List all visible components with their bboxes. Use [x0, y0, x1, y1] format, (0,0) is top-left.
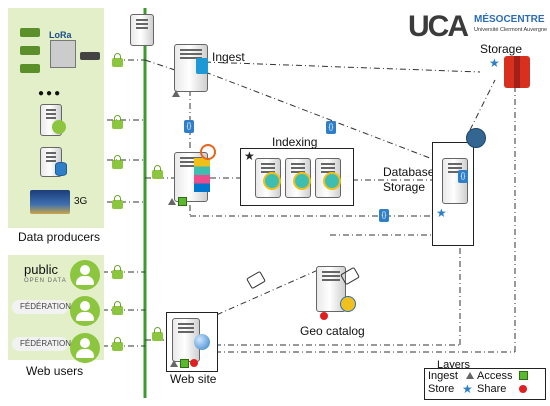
database-icon: [55, 162, 67, 176]
json-doc-icon: {}: [184, 120, 194, 133]
router-icon: [80, 52, 100, 60]
json-doc-icon: {}: [326, 121, 336, 134]
web-users-label: Web users: [26, 364, 84, 378]
legend-ingest-badge: [466, 372, 474, 379]
elastic-node-icon: [263, 172, 281, 190]
ingest-layer-badge: [170, 360, 178, 367]
lock-icon: [112, 337, 123, 351]
legend-ingest-label: Ingest: [428, 370, 458, 382]
legend-share-badge: [519, 385, 527, 393]
legend-access-badge: [519, 371, 528, 380]
legend-store-star-icon: ★: [462, 382, 473, 396]
ingest-layer-badge: [172, 90, 180, 97]
legend-access-label: Access: [477, 370, 513, 382]
globe-icon: [194, 334, 210, 350]
database-server: [442, 158, 468, 204]
access-layer-badge: [178, 197, 187, 206]
database-storage-label: Storage: [383, 180, 426, 194]
access-layer-badge: [180, 359, 189, 368]
ingest-layer-badge: [168, 198, 176, 205]
share-layer-badge: [190, 359, 198, 367]
geo-catalog-label: Geo catalog: [300, 324, 365, 338]
elastic-node-icon: [293, 172, 311, 190]
json-doc-icon: {}: [458, 170, 468, 183]
lock-icon: [112, 53, 123, 67]
lock-icon: [112, 195, 123, 209]
database-label: Database: [383, 165, 435, 179]
verified-user-icon[interactable]: [70, 296, 100, 326]
ingest-app-icon: [196, 58, 208, 74]
open-data-label: OPEN DATA: [24, 278, 67, 284]
lock-icon: [112, 301, 123, 315]
s3-storage-stripe: [514, 56, 520, 88]
more-producers-dots: ●●●: [38, 88, 63, 99]
elastic-node-icon: [323, 172, 341, 190]
ingest-label: Ingest: [212, 50, 245, 64]
indexing-label: Indexing: [272, 135, 318, 149]
mesocentre-logo: UCA MÉSOCENTRE Université Clermont Auver…: [408, 10, 548, 44]
star-icon: ★: [436, 206, 447, 220]
public-label: public: [24, 262, 58, 277]
geonetwork-logo: [340, 296, 356, 312]
legend-store-label: Store: [428, 383, 455, 395]
star-icon: ★: [489, 56, 500, 70]
star-icon: ★: [244, 149, 255, 163]
elastic-logo: [194, 158, 210, 192]
sensor-icon: [20, 64, 40, 73]
add-user-icon[interactable]: [70, 333, 100, 363]
legend-share-label: Share: [477, 383, 507, 395]
logo-brand: UCA: [408, 10, 469, 43]
satellite-image: [30, 190, 70, 214]
json-doc-icon: {}: [379, 209, 389, 222]
sensor-icon: [20, 28, 40, 37]
lock-icon: [152, 327, 163, 341]
check-icon: [52, 120, 66, 134]
sensor-icon: [20, 46, 40, 55]
data-producers-label: Data producers: [18, 230, 101, 244]
lock-icon: [112, 265, 123, 279]
federation-label: FÉDÉRATION: [20, 302, 71, 311]
storage-label: Storage: [480, 42, 523, 56]
lora-gateway-icon: [50, 40, 76, 68]
share-layer-badge: [320, 312, 328, 320]
logo-university: Université Clermont Auvergne: [474, 27, 548, 33]
web-site-label: Web site: [170, 372, 217, 386]
gateway-server: [130, 14, 154, 46]
lock-icon: [112, 155, 123, 169]
lora-label: LoRa: [49, 30, 72, 40]
logo-center-name: MÉSOCENTRE: [474, 14, 545, 25]
kibana-icon: [200, 144, 216, 160]
federation-label: FÉDÉRATION: [20, 339, 71, 348]
public-user-icon[interactable]: [70, 260, 100, 290]
federation-logo: [12, 337, 68, 351]
threeg-label: 3G: [74, 196, 88, 207]
postgresql-icon: [466, 128, 486, 148]
lock-icon: [112, 115, 123, 129]
federation-logo: [12, 300, 68, 314]
lock-icon: [152, 165, 163, 179]
